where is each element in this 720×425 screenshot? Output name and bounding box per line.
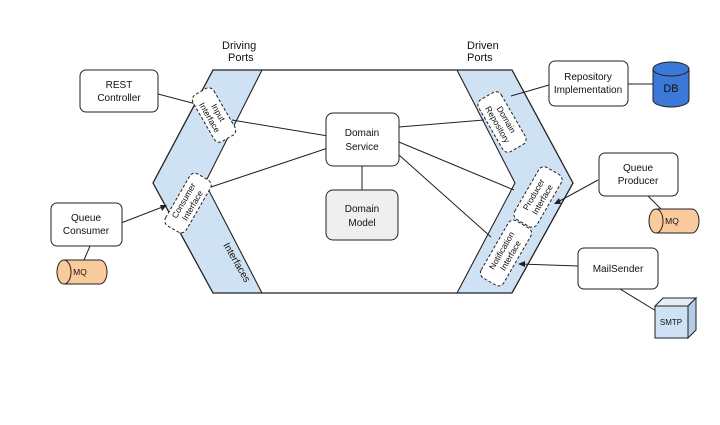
mq-left-label: MQ bbox=[73, 267, 87, 277]
hexagon-outline bbox=[152, 69, 574, 294]
conn-repo-impl bbox=[510, 84, 550, 97]
queue-producer-line1: Queue bbox=[623, 163, 653, 174]
domain-model-line2: Model bbox=[348, 218, 375, 229]
conn-consumer-mq bbox=[83, 245, 91, 261]
queue-producer-line2: Producer bbox=[618, 176, 659, 187]
smtp-cube[interactable]: SMTP bbox=[653, 296, 698, 340]
driving-ports-header-line1: Driving bbox=[222, 40, 256, 52]
conn-service-notification bbox=[398, 154, 492, 238]
smtp-label: SMTP bbox=[660, 318, 682, 327]
arrowhead-notification bbox=[518, 261, 525, 267]
conn-producer-qproducer bbox=[555, 179, 599, 204]
repository-implementation-line2: Implementation bbox=[554, 85, 622, 96]
conn-service-producer bbox=[398, 141, 515, 191]
domain-model-line1: Domain bbox=[345, 204, 379, 215]
conn-service-repo bbox=[398, 119, 485, 128]
mail-sender-box[interactable]: MailSender bbox=[577, 247, 659, 290]
driven-band-inner-edge bbox=[456, 69, 516, 294]
mail-sender-label: MailSender bbox=[593, 264, 644, 275]
mq-right-label: MQ bbox=[665, 216, 679, 226]
repository-implementation-line1: Repository bbox=[564, 72, 612, 83]
queue-consumer-line2: Consumer bbox=[63, 226, 110, 237]
repository-implementation-box[interactable]: Repository Implementation bbox=[548, 60, 629, 107]
mq-cylinder-right[interactable]: MQ bbox=[648, 208, 700, 234]
rest-controller-line2: Controller bbox=[97, 93, 141, 104]
rest-controller-box[interactable]: REST Controller bbox=[79, 69, 159, 113]
conn-qconsumer-consumer bbox=[120, 205, 166, 224]
queue-consumer-box[interactable]: Queue Consumer bbox=[50, 202, 123, 247]
driven-ports-header-line2: Ports bbox=[467, 52, 493, 64]
connectors bbox=[83, 83, 662, 315]
domain-model-box[interactable]: Domain Model bbox=[325, 189, 399, 241]
input-interface-port[interactable]: Input Interface bbox=[190, 86, 238, 145]
driving-ports-header-line2: Ports bbox=[228, 52, 254, 64]
driven-ports-header-line1: Driven bbox=[467, 40, 499, 52]
conn-notification-mailsender bbox=[519, 263, 579, 267]
db-label: DB bbox=[663, 83, 678, 95]
domain-service-line1: Domain bbox=[345, 128, 379, 139]
queue-producer-box[interactable]: Queue Producer bbox=[598, 152, 679, 197]
conn-mailsender-smtp bbox=[619, 288, 662, 315]
domain-service-box[interactable]: Domain Service bbox=[325, 112, 400, 167]
conn-consumer-service bbox=[207, 147, 329, 189]
arrowhead-producer bbox=[554, 198, 561, 204]
conn-input-service bbox=[231, 119, 329, 137]
rest-controller-line1: REST bbox=[106, 80, 133, 91]
mq-cylinder-left[interactable]: MQ bbox=[56, 259, 108, 285]
db-cylinder[interactable]: DB bbox=[652, 61, 690, 108]
conn-producer-mq bbox=[647, 195, 662, 210]
arrowhead-consumer bbox=[160, 205, 167, 211]
queue-consumer-line1: Queue bbox=[71, 213, 101, 224]
conn-rest-input bbox=[157, 93, 197, 105]
domain-service-line2: Service bbox=[345, 142, 379, 153]
